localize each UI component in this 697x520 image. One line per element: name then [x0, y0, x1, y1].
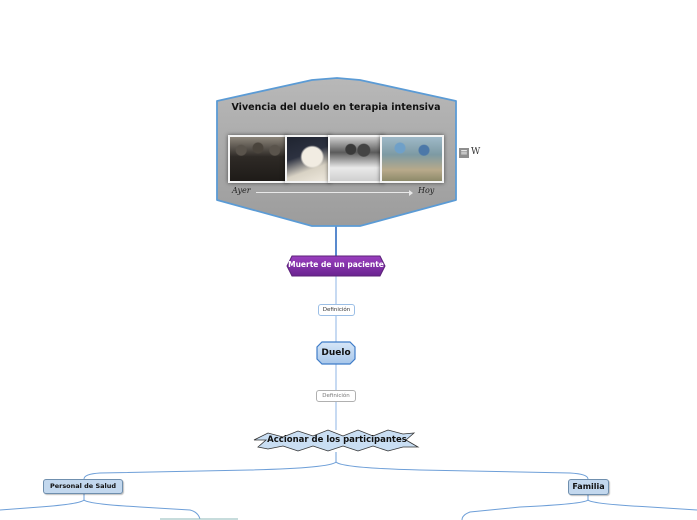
familia-node[interactable]: Familia — [568, 479, 609, 495]
central-topic-title[interactable]: Vivencia del duelo en terapia intensiva — [231, 102, 441, 113]
duelo-node-label[interactable]: Duelo — [321, 348, 351, 358]
personal-de-salud-node[interactable]: Personal de Salud — [43, 479, 123, 494]
notes-icon[interactable]: ≡ — [459, 148, 469, 158]
connector-accionar-familia — [335, 461, 589, 480]
modern-icu-photo — [380, 135, 444, 183]
historic-hospital-bed-photo — [328, 135, 384, 183]
relation-label-definicion-1[interactable]: Definición — [318, 304, 355, 316]
timeline-arrow-icon — [409, 189, 413, 196]
historic-deathbed-photo — [285, 135, 331, 183]
timeline-end-label: Hoy — [418, 186, 435, 195]
wiki-link-icon[interactable]: W — [471, 147, 481, 157]
connector-personal-right — [83, 499, 201, 520]
connector-familia-right — [587, 499, 697, 511]
duelo-node-shape[interactable] — [316, 341, 356, 365]
muerte-node-label[interactable]: Muerte de un paciente — [288, 260, 384, 269]
connector-accionar-personal — [83, 452, 337, 480]
central-topic-image-strip — [228, 135, 446, 185]
connector-personal-left — [0, 494, 85, 511]
timeline-start-label: Ayer — [232, 186, 251, 195]
relation-label-definicion-2[interactable]: Definición — [316, 390, 356, 402]
timeline-line — [256, 192, 411, 193]
accionar-node-shape[interactable] — [253, 429, 420, 452]
muerte-node-shape[interactable] — [286, 255, 386, 277]
connector-familia-left — [461, 495, 589, 520]
accionar-node-label[interactable]: Accionar de los participantes — [267, 435, 407, 445]
historic-family-mourning-photo — [228, 135, 288, 183]
